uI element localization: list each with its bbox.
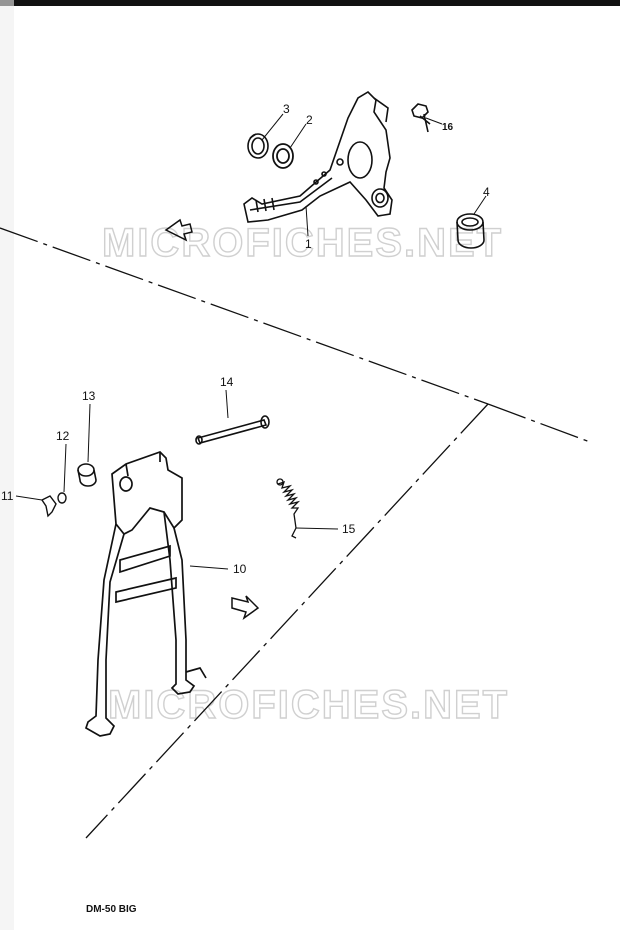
watermark-top: MICROFICHES.NET <box>102 221 503 265</box>
model-footer: DM-50 BIG <box>86 904 137 915</box>
callout-4: 4 <box>483 185 490 199</box>
leader-lines <box>15 113 487 570</box>
shaft-pin-part <box>195 415 270 445</box>
callout-1: 1 <box>305 237 312 251</box>
spring-part <box>276 478 301 539</box>
watermark-bottom: MICROFICHES.NET <box>108 683 509 727</box>
callout-2: 2 <box>306 113 313 127</box>
direction-arrow-top <box>164 218 193 242</box>
brake-pedal-part <box>243 90 393 223</box>
bushing-part <box>456 213 485 249</box>
callout-13: 13 <box>82 389 96 403</box>
washer-part <box>272 143 294 169</box>
cotter-pin-part <box>40 495 57 518</box>
callout-15: 15 <box>342 522 356 536</box>
callout-3: 3 <box>283 102 290 116</box>
clip-ring-part <box>247 133 269 159</box>
callout-10: 10 <box>233 562 247 576</box>
top-border <box>0 0 620 6</box>
divider-lines <box>0 227 591 839</box>
callout-14: 14 <box>220 375 234 389</box>
collar-part <box>77 463 97 487</box>
center-stand-part <box>84 451 207 737</box>
direction-arrow-middle <box>231 595 260 620</box>
callout-12: 12 <box>56 429 70 443</box>
small-washer-part <box>57 492 67 504</box>
left-edge-noise <box>0 0 14 930</box>
callout-11: 11 <box>1 489 14 503</box>
spring-pin-part <box>411 103 431 133</box>
callout-16: 16 <box>442 122 454 133</box>
